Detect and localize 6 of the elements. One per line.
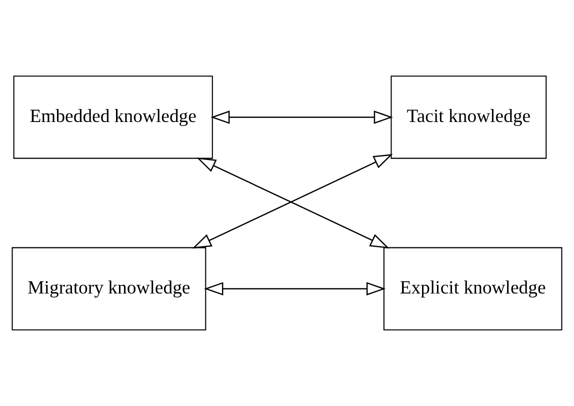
node-box: Migratory knowledge <box>12 247 206 330</box>
arrow <box>210 110 393 124</box>
arrow <box>204 282 386 296</box>
node-box: Tacit knowledge <box>390 76 547 159</box>
node-box: Embedded knowledge <box>13 76 213 159</box>
node-box: Explicit knowledge <box>383 247 562 330</box>
